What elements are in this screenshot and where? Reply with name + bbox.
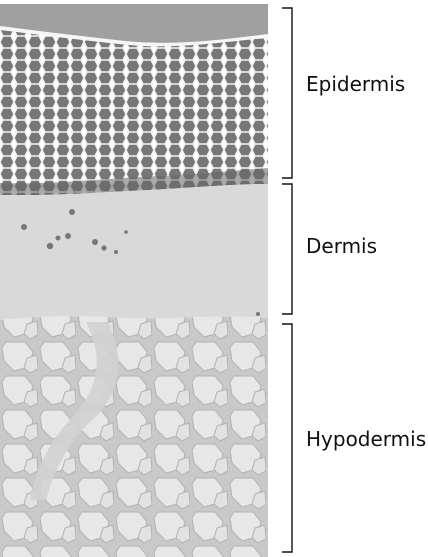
- dermis-layer: [0, 184, 268, 320]
- hypodermis-layer: [0, 316, 268, 557]
- epidermis-bracket: [282, 8, 292, 178]
- epidermis-label: Epidermis: [306, 74, 405, 94]
- dermis-bracket: [282, 184, 292, 314]
- hypodermis-label: Hypodermis: [306, 429, 426, 449]
- epidermis-layer: [0, 30, 268, 195]
- layer-brackets: [282, 8, 292, 552]
- dermis-label: Dermis: [306, 236, 377, 256]
- hypodermis-bracket: [282, 324, 292, 552]
